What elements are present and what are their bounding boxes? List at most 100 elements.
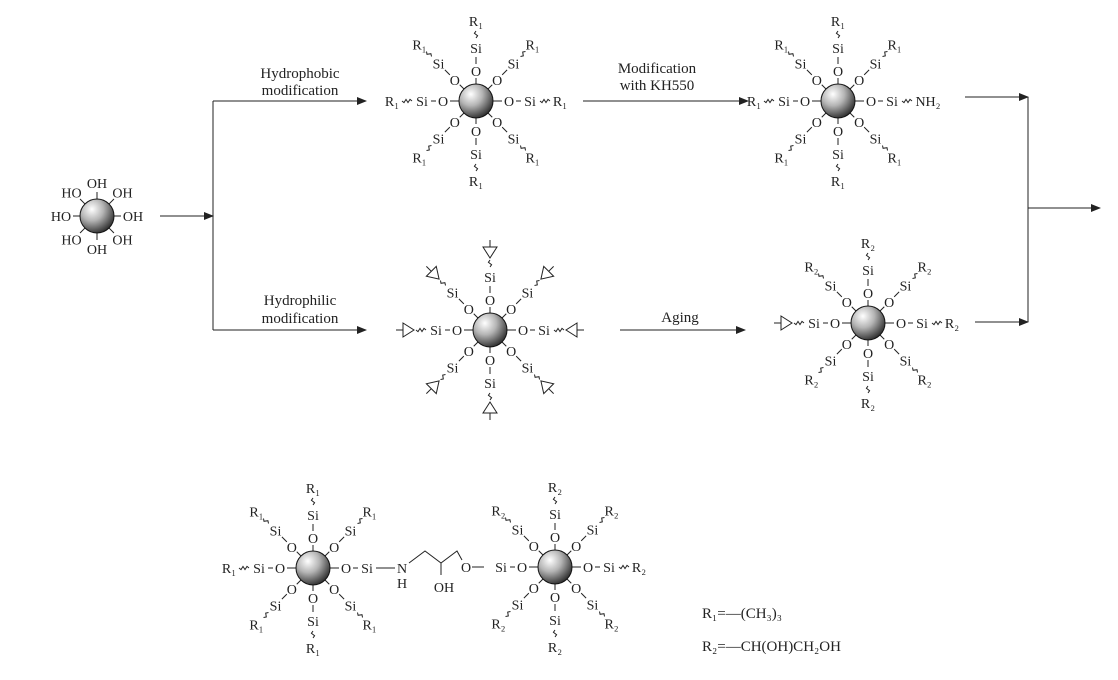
silicon-label: Si	[433, 58, 445, 73]
silicon-label: Si	[900, 280, 912, 295]
oxygen-label: O	[452, 324, 462, 339]
oxygen-label: O	[896, 317, 906, 332]
epoxide-icon	[425, 265, 440, 280]
oxygen-label: O	[854, 74, 864, 89]
substituent-label: R₂	[604, 504, 618, 519]
silicon-label: Si	[307, 615, 319, 630]
wavy-bond	[263, 518, 269, 524]
substituent-label: R₁	[306, 642, 320, 657]
substituent-label: R₂	[861, 237, 875, 252]
bond	[515, 298, 522, 305]
bond	[879, 334, 885, 340]
substituent-label: R₁	[887, 152, 901, 167]
bond	[459, 84, 465, 90]
oxygen-label: O	[854, 116, 864, 131]
substituent-label: R₁	[774, 38, 788, 53]
oxygen-label: O	[812, 74, 822, 89]
oxygen-label: O	[583, 561, 593, 576]
wavy-bond	[487, 259, 493, 268]
wavy-bond	[835, 163, 841, 172]
silicon-label: Si	[825, 354, 837, 369]
silicon-label: Si	[587, 598, 599, 613]
hydroxyl-label: HO	[51, 210, 71, 225]
arm: HO	[61, 187, 87, 206]
substituent-label: R₁	[831, 175, 845, 190]
silicon-label: Si	[808, 317, 820, 332]
oxygen-label: O	[518, 324, 528, 339]
oxygen-label: O	[504, 95, 514, 110]
substituent-label: R₁	[747, 95, 761, 110]
bond	[444, 69, 451, 76]
substituent-label: R₂	[491, 618, 505, 633]
wavy-bond	[505, 517, 511, 523]
substituent-label: R₂	[917, 374, 931, 389]
bond	[501, 126, 508, 133]
oxygen-label: O	[329, 583, 339, 598]
arm: OSi	[425, 265, 479, 319]
wavy-bond	[487, 392, 493, 401]
oxygen-label: O	[471, 125, 481, 140]
silicon-label: Si	[870, 58, 882, 73]
bond	[580, 592, 587, 599]
bond	[296, 551, 302, 557]
silica-sphere	[79, 198, 115, 234]
oxygen-label: O	[550, 531, 560, 546]
wavy-bond	[426, 51, 432, 57]
wavy-bond	[440, 374, 446, 380]
substituent-label: R₂	[861, 397, 875, 412]
arm: HO	[61, 226, 87, 248]
substituent-label: R₁	[525, 38, 539, 53]
silicon-label: Si	[430, 324, 442, 339]
substituent-label: R₂	[548, 481, 562, 496]
substituent-label: R₁	[249, 619, 263, 634]
oxygen-label: O	[341, 562, 351, 577]
substituent-label: R₁	[249, 505, 263, 520]
arm: HO	[51, 210, 81, 225]
bond	[338, 593, 345, 600]
bond	[281, 593, 288, 600]
wavy-bond	[788, 51, 794, 57]
silicon-label: Si	[345, 599, 357, 614]
substituent-label: R₁	[412, 152, 426, 167]
oxygen-label: O	[833, 65, 843, 80]
oxygen-label: O	[308, 532, 318, 547]
wavy-bond	[865, 385, 871, 394]
oxygen-label: O	[800, 95, 810, 110]
substituent-label: R₂	[804, 260, 818, 275]
wavy-bond	[793, 320, 805, 326]
silicon-label: Si	[508, 58, 520, 73]
oxygen-label: O	[450, 74, 460, 89]
substituent-label: R₁	[222, 562, 236, 577]
hydroxyl-label: HO	[61, 187, 81, 202]
bond	[458, 298, 465, 305]
oxygen-label: O	[275, 562, 285, 577]
wavy-bond	[238, 565, 250, 571]
bond	[523, 535, 530, 542]
bond	[863, 126, 870, 133]
silica-sphere	[458, 83, 494, 119]
epoxide-icon	[396, 322, 415, 338]
oxygen-label: O	[812, 116, 822, 131]
bond	[836, 291, 843, 298]
legend-r2: R₂=—CH(OH)CH₂OH	[702, 639, 841, 655]
silicon-label: Si	[587, 524, 599, 539]
legend-r1: R₁=—(CH₃)₃	[702, 606, 782, 622]
bond	[851, 334, 857, 340]
bond	[515, 355, 522, 362]
caption-hydrophobic-1: Hydrophobic	[260, 66, 339, 82]
wavy-bond	[520, 51, 526, 57]
substituent-label: R₁	[525, 152, 539, 167]
silicon-label: Si	[825, 280, 837, 295]
wavy-bond	[401, 98, 413, 104]
